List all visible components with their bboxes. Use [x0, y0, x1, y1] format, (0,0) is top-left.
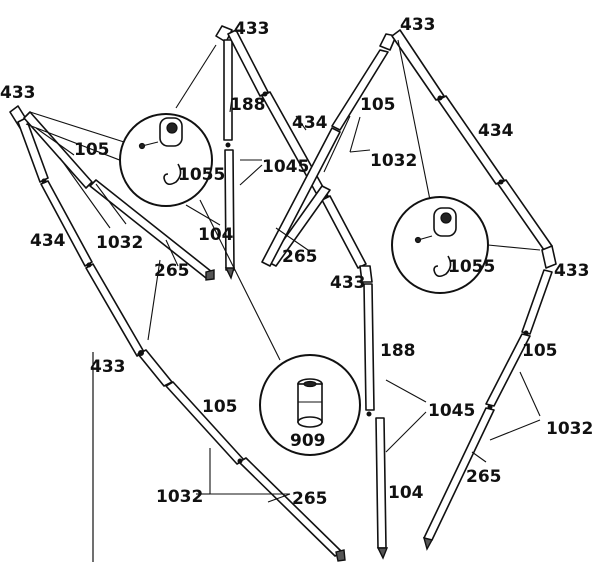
joint — [523, 330, 529, 336]
label-1032: 1032 — [156, 487, 203, 507]
pole-segment — [85, 263, 145, 357]
pole-segment — [215, 25, 233, 43]
pole-segment — [137, 349, 173, 387]
joint — [86, 262, 92, 268]
label-265: 265 — [154, 261, 190, 281]
label-1032: 1032 — [370, 151, 417, 171]
label-433: 433 — [234, 19, 270, 39]
pole-segment — [261, 91, 329, 201]
pole-tip — [205, 269, 215, 281]
label-433: 433 — [554, 261, 590, 281]
pole-segment — [391, 29, 445, 101]
pole-segment — [363, 283, 375, 411]
pole-segment — [375, 417, 387, 549]
leader-lines — [25, 39, 541, 503]
bracket-hole — [166, 122, 178, 134]
pole-segment — [165, 381, 245, 465]
pole-tip — [224, 267, 235, 280]
left-frame — [9, 105, 346, 562]
label-104: 104 — [388, 483, 424, 503]
label-1055: 1055 — [178, 165, 225, 185]
joint — [487, 404, 493, 410]
label-265: 265 — [282, 247, 318, 267]
pole-segment — [497, 179, 553, 251]
label-1045: 1045 — [262, 157, 309, 177]
sleeve-hole — [303, 380, 317, 388]
label-433: 433 — [330, 273, 366, 293]
pole-segment — [359, 265, 373, 283]
callout-circle — [119, 113, 213, 207]
label-188: 188 — [380, 341, 416, 361]
hook-icon — [163, 163, 182, 186]
pole-segment — [521, 269, 553, 335]
joint — [41, 178, 47, 184]
callout-909 — [259, 354, 361, 456]
label-433: 433 — [400, 15, 436, 35]
label-188: 188 — [230, 95, 266, 115]
pole-segment — [541, 245, 557, 269]
pole-segment — [331, 49, 389, 131]
pole-segment — [267, 185, 331, 267]
label-434: 434 — [292, 113, 328, 133]
part-labels: 433 433 433 433 433 433 105 105 105 105 … — [0, 15, 593, 509]
label-1055: 1055 — [448, 257, 495, 277]
joint — [437, 95, 443, 101]
label-433: 433 — [0, 83, 36, 103]
label-433: 433 — [90, 357, 126, 377]
label-1032: 1032 — [546, 419, 593, 439]
joint — [498, 179, 504, 185]
joint — [366, 411, 372, 417]
label-265: 265 — [292, 489, 328, 509]
label-434: 434 — [30, 231, 66, 251]
screw-part — [138, 142, 146, 150]
pole-tip — [423, 537, 434, 551]
bracket-hole — [440, 212, 452, 224]
joint — [225, 142, 231, 148]
sleeve-bottom — [297, 416, 323, 428]
pole-segment — [485, 333, 531, 407]
label-1032: 1032 — [96, 233, 143, 253]
label-909: 909 — [290, 431, 326, 451]
joint — [262, 91, 268, 97]
pole-segment — [227, 29, 269, 97]
label-105: 105 — [74, 140, 110, 160]
label-105: 105 — [360, 95, 396, 115]
joint — [138, 350, 144, 356]
screw-part — [414, 236, 422, 244]
callout-circle — [391, 196, 489, 294]
pole-segment — [321, 195, 367, 269]
label-1045: 1045 — [428, 401, 475, 421]
callout-left-1055 — [119, 113, 213, 207]
pole-segment — [40, 180, 93, 267]
label-434: 434 — [478, 121, 514, 141]
label-265: 265 — [466, 467, 502, 487]
pole-segment — [17, 117, 49, 183]
pole-segment — [223, 39, 233, 141]
hook-icon — [433, 255, 452, 278]
label-105: 105 — [522, 341, 558, 361]
pole-segment — [437, 95, 505, 185]
right-frame — [261, 29, 557, 551]
joint — [237, 458, 243, 464]
callout-right-1055 — [391, 196, 489, 294]
label-105: 105 — [202, 397, 238, 417]
label-104: 104 — [198, 225, 234, 245]
pole-tip — [376, 547, 389, 560]
pole-tip — [335, 549, 346, 562]
